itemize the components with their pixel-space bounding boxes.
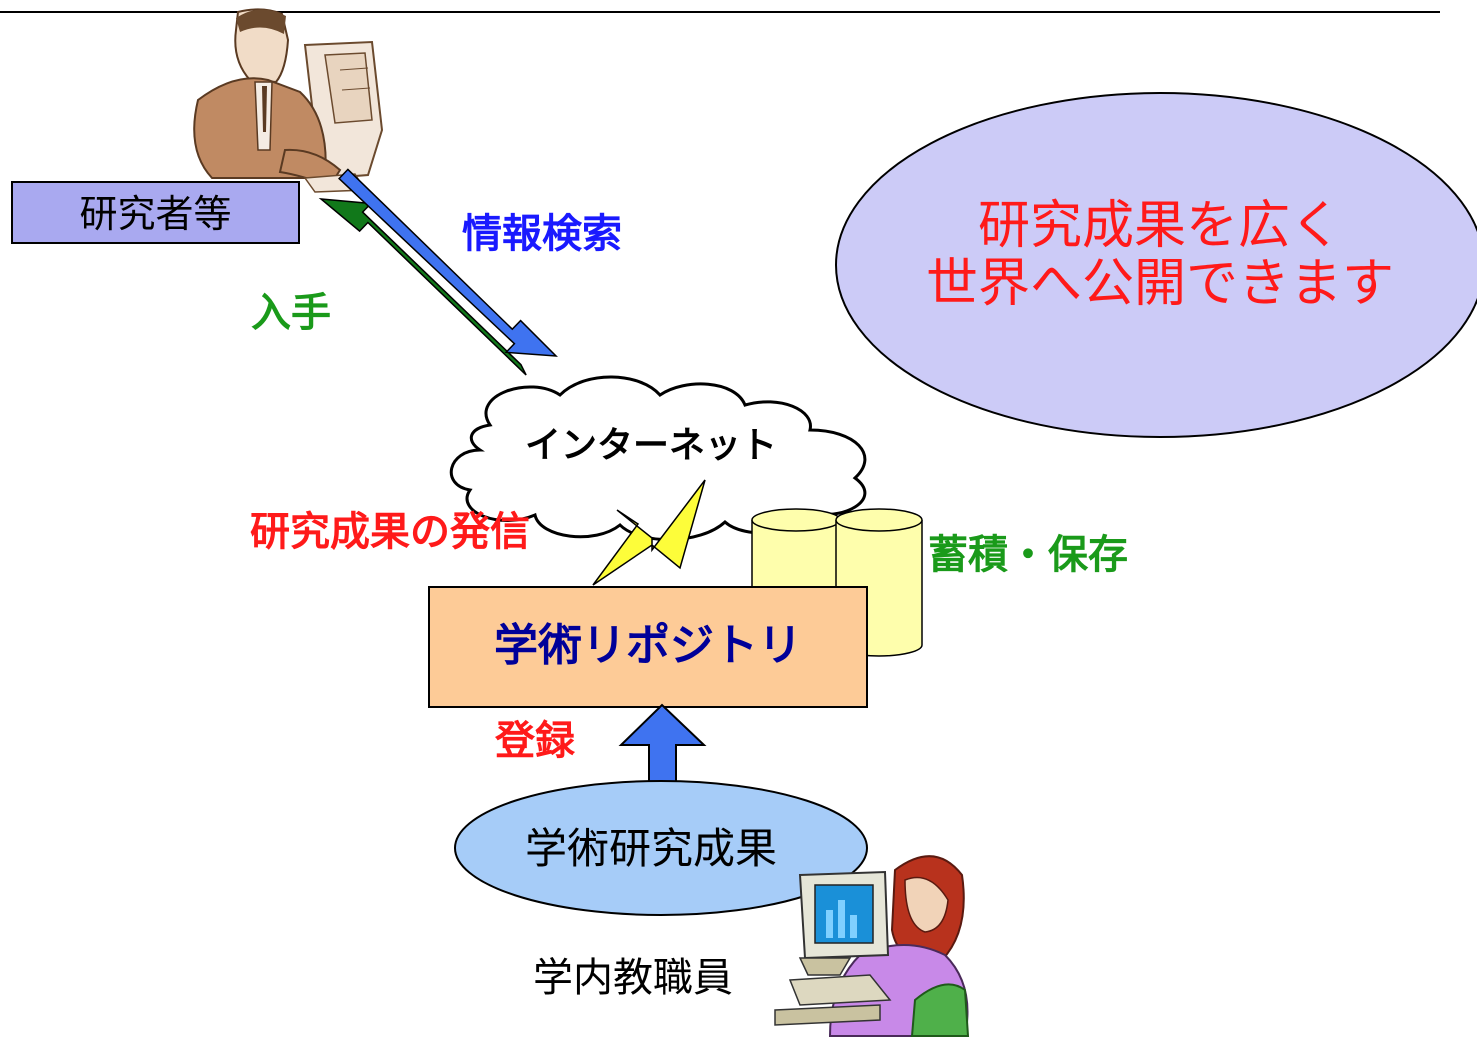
dissemination-label: 研究成果の発信 (250, 509, 530, 555)
obtain-arrow (318, 198, 527, 376)
businessman-at-computer-icon (193, 8, 384, 193)
internet-label: インターネット (525, 425, 778, 466)
callout-line2: 世界へ公開できます (925, 254, 1394, 314)
woman-at-computer-icon (774, 855, 970, 1037)
repository-box (428, 586, 868, 708)
search-label: 情報検索 (462, 211, 622, 257)
search-arrow (338, 168, 558, 357)
researchers-label: 研究者等 (79, 192, 232, 236)
register-arrow (618, 703, 707, 783)
repository-label: 学術リポジトリ (494, 620, 802, 671)
lightning-icon (592, 479, 706, 586)
results-ellipse (454, 780, 868, 916)
research-results-label: 学術研究成果 (525, 824, 778, 873)
callout-ellipse (835, 92, 1477, 438)
obtain-label: 入手 (251, 290, 331, 336)
faculty-label: 学内教職員 (533, 955, 733, 1001)
storage-label: 蓄積・保存 (928, 532, 1128, 578)
register-label: 登録 (495, 718, 575, 764)
researchers-box (11, 181, 300, 244)
callout-line1: 研究成果を広く (977, 196, 1342, 256)
